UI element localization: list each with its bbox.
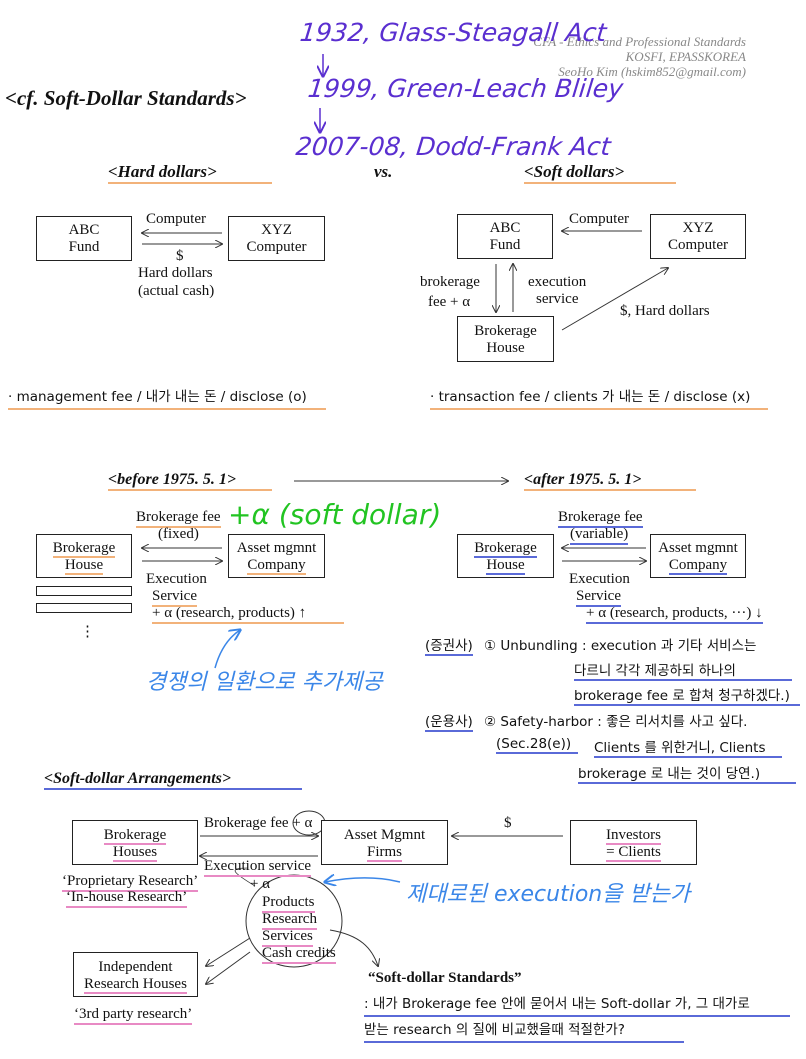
actual-cash-label: (actual cash)	[138, 283, 215, 299]
after-note-line3: brokerage fee 로 합쳐 청구하겠다.)	[574, 684, 800, 706]
handwritten-execution-blue: 제대로된 execution을 받는가	[406, 882, 691, 907]
hard-xyz-computer-box: XYZ Computer	[228, 216, 325, 261]
amf-line2: Firms	[366, 844, 402, 862]
arr-fee-label: Brokerage fee + α	[204, 815, 313, 831]
inhouse-research-label: ‘In-house Research’	[66, 889, 188, 908]
before-execution-label: Execution	[146, 571, 207, 587]
soft-xyz-computer-box: XYZ Computer	[650, 214, 746, 259]
soft-abc-fund-box: ABC Fund	[457, 214, 553, 259]
hard-abc-fund-box: ABC Fund	[36, 216, 132, 261]
after-execution-label: Execution	[569, 571, 630, 587]
before-am-line1: Asset mgmnt	[236, 540, 317, 556]
before-house-line2: House	[64, 557, 104, 575]
soft-brokerage-house-box: Brokerage House	[457, 316, 554, 362]
soft-service-label: service	[536, 291, 579, 307]
ind-line1: Independent	[98, 959, 173, 975]
before-plus-alpha: + α (research, products) ↑	[152, 605, 344, 624]
inv-line1: Investors	[606, 827, 661, 845]
bh-line1: Brokerage	[103, 827, 167, 845]
amf-line1: Asset Mgmnt	[343, 827, 426, 843]
investors-box: Investors = Clients	[570, 820, 697, 865]
after-note-sec28: (Sec.28(e))	[496, 736, 578, 754]
asset-mgmnt-firms-box: Asset Mgmnt Firms	[321, 820, 448, 865]
before-stacked-box-1	[36, 586, 132, 596]
item-research: Research	[262, 911, 317, 930]
after-fee-label: Brokerage fee	[558, 509, 643, 528]
header-line-2: KOSFI, EPASSKOREA	[625, 49, 746, 64]
item-services: Services	[262, 928, 313, 947]
after-note-manager-tag: (운용사)	[425, 710, 473, 732]
sds-line1: : 내가 Brokerage fee 안에 묻어서 내는 Soft-dollar…	[364, 992, 790, 1017]
soft-hard-dollars-label: $, Hard dollars	[620, 303, 710, 319]
after-service-label: Service	[576, 588, 621, 607]
after-note-broker-tag: (증권사)	[425, 634, 473, 656]
after-brokerage-house-box: Brokerage House	[457, 534, 554, 578]
after-note-brokerage-natural: brokerage 로 내는 것이 당연.)	[578, 762, 796, 784]
after-house-line2: House	[486, 557, 525, 575]
header-block: CFA - Ethics and Professional Standards …	[486, 34, 746, 79]
before-am-line2: Company	[247, 557, 306, 575]
after-am-line1: Asset mgmnt	[658, 540, 738, 556]
vs-label: vs.	[374, 162, 393, 181]
hard-note: · management fee / 내가 내는 돈 / disclose (o…	[8, 385, 326, 410]
before-fixed-label: (fixed)	[158, 526, 199, 542]
handwritten-soft-dollar-green: +α (soft dollar)	[228, 498, 442, 531]
third-party-research-label: ‘3rd party research’	[74, 1006, 193, 1025]
sds-title: “Soft-dollar Standards”	[368, 970, 522, 986]
soft-fee-label: fee + α	[428, 294, 471, 310]
after-plus-alpha: + α (research, products, ···) ↓	[586, 605, 763, 624]
after-am-line2: Company	[668, 557, 728, 575]
soft-execution-label: execution	[528, 274, 587, 290]
after-house-line1: Brokerage	[474, 540, 537, 558]
before-asset-mgmnt-box: Asset mgmnt Company	[228, 534, 325, 578]
after-title: <after 1975. 5. 1>	[524, 471, 696, 491]
arr-dollar-label: $	[504, 815, 512, 831]
soft-note: · transaction fee / clients 가 내는 돈 / dis…	[430, 385, 768, 410]
after-asset-mgmnt-box: Asset mgmnt Company	[650, 534, 746, 578]
handwritten-competition-blue: 경쟁의 일환으로 추가제공	[146, 670, 383, 695]
bh-line2: Houses	[112, 844, 158, 862]
before-fee-label: Brokerage fee	[136, 509, 221, 528]
after-note-clients: Clients 를 위한거니, Clients	[594, 736, 782, 758]
before-house-line1: Brokerage	[52, 540, 116, 558]
arr-exec-label: Execution service	[204, 858, 312, 877]
before-dots: ⋮	[80, 624, 95, 640]
header-line-1: CFA - Ethics and Professional Standards	[533, 34, 746, 49]
before-brokerage-house-box: Brokerage House	[36, 534, 132, 578]
brokerage-houses-box: Brokerage Houses	[72, 820, 198, 865]
hard-dollars-label: Hard dollars	[138, 265, 213, 281]
sds-line2: 받는 research 의 질에 비교했을때 적절한가?	[364, 1018, 684, 1043]
soft-brokerage-label: brokerage	[420, 274, 480, 290]
independent-research-box: Independent Research Houses	[73, 952, 198, 997]
inv-line2: = Clients	[606, 844, 661, 862]
after-note-safe-harbor: ② Safety-harbor : 좋은 리서치를 사고 싶다.	[484, 714, 748, 730]
arrangements-title: <Soft-dollar Arrangements>	[44, 770, 302, 790]
proprietary-research-label: ‘Proprietary Research’	[62, 873, 199, 892]
before-title: <before 1975. 5. 1>	[108, 471, 272, 491]
after-note-line2: 다르니 각각 제공하되 하나의	[574, 659, 792, 681]
soft-arrow-computer-label: Computer	[569, 211, 629, 227]
arr-plus-alpha: + α	[250, 876, 271, 892]
after-note-unbundling: ① Unbundling : execution 과 기타 서비스는	[484, 638, 757, 654]
page-title: <cf. Soft-Dollar Standards>	[5, 86, 247, 110]
hard-dollars-title: <Hard dollars>	[108, 162, 272, 184]
soft-dollars-title: <Soft dollars>	[524, 162, 676, 184]
item-products: Products	[262, 894, 315, 913]
hard-dollar-label: $	[176, 248, 184, 264]
before-stacked-box-2	[36, 603, 132, 613]
item-cash-credits: Cash credits	[262, 945, 336, 964]
after-variable-label: (variable)	[570, 526, 629, 545]
header-line-3: SeoHo Kim (hskim852@gmail.com)	[558, 64, 746, 79]
ind-line2: Research Houses	[84, 976, 187, 994]
hard-arrow-computer-label: Computer	[146, 211, 206, 227]
before-service-label: Service	[152, 588, 197, 607]
